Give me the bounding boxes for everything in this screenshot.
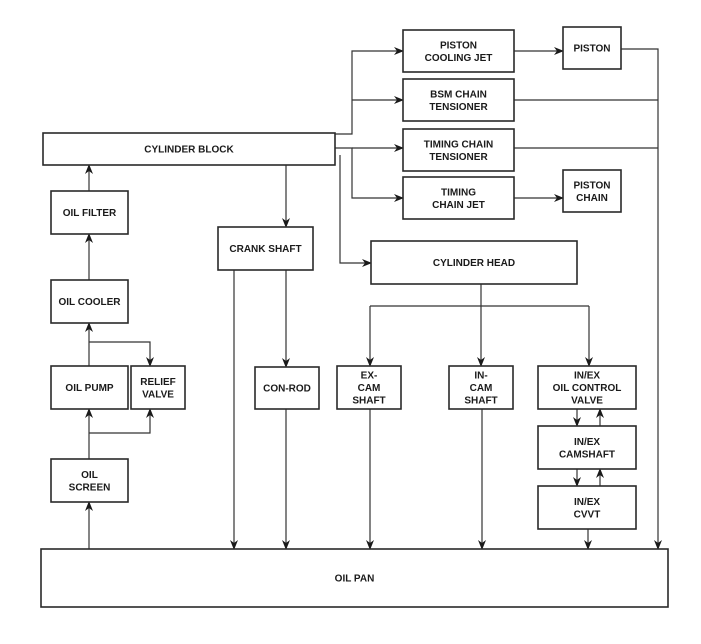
node-timing-chain-jet: TIMING CHAIN JET (402, 176, 515, 220)
node-label: IN/EX (574, 437, 600, 448)
node-label: CYLINDER HEAD (433, 258, 515, 269)
node-box (402, 176, 515, 220)
node-box (50, 190, 129, 235)
node-label: CAMSHAFT (559, 449, 615, 460)
node-box (217, 226, 314, 271)
node-oil-cooler: OIL COOLER (50, 279, 129, 324)
node-piston-cooling-jet: PISTON COOLING JET (402, 29, 515, 73)
node-label: TENSIONER (429, 152, 488, 163)
node-label: OIL PAN (335, 574, 375, 585)
conn-block-upper-trunk (335, 47, 404, 135)
node-label: CRANK SHAFT (229, 244, 301, 255)
node-label: SHAFT (464, 396, 497, 407)
node-label: IN- (474, 371, 487, 382)
node-label: SCREEN (69, 482, 111, 493)
node-label: CON-ROD (263, 384, 311, 395)
node-box (40, 548, 669, 608)
node-box (402, 78, 515, 122)
node-con-rod: CON-ROD (254, 366, 320, 410)
node-oil-filter: OIL FILTER (50, 190, 129, 235)
node-timing-chain-tensioner: TIMING CHAIN TENSIONER (402, 128, 515, 172)
node-label: COOLING JET (425, 53, 493, 64)
node-piston-chain: PISTON CHAIN (562, 169, 622, 213)
node-label: CVVT (574, 509, 601, 520)
node-label: VALVE (142, 389, 174, 400)
node-box (537, 425, 637, 470)
node-box (254, 366, 320, 410)
conn-piston-return (621, 48, 662, 550)
node-box (50, 458, 129, 503)
node-box (562, 26, 622, 70)
node-label: OIL FILTER (63, 208, 117, 219)
node-box (370, 240, 578, 285)
conn-screen-to-relief (89, 408, 154, 434)
node-label: TIMING (441, 187, 476, 198)
node-label: OIL COOLER (58, 297, 121, 308)
node-label: RELIEF (140, 377, 176, 388)
node-label: PISTON (573, 44, 610, 55)
node-label: OIL PUMP (65, 383, 113, 394)
node-label: CAM (358, 383, 381, 394)
node-label: IN/EX (574, 371, 600, 382)
node-label: OIL CONTROL (553, 383, 622, 394)
conn-block-to-head (339, 155, 372, 267)
conn-block-lower-trunk (335, 147, 404, 202)
node-box (50, 279, 129, 324)
node-cylinder-head: CYLINDER HEAD (370, 240, 578, 285)
node-box (42, 132, 336, 166)
node-box (537, 365, 637, 410)
node-label: VALVE (571, 396, 603, 407)
node-label: CYLINDER BLOCK (144, 145, 234, 156)
node-piston: PISTON (562, 26, 622, 70)
node-box (448, 365, 514, 410)
node-in-cam-shaft: IN-CAM SHAFT (448, 365, 514, 410)
node-label: TIMING CHAIN (424, 139, 493, 150)
node-label: EX- (361, 371, 378, 382)
node-label: BSM CHAIN (430, 89, 487, 100)
node-box (402, 29, 515, 73)
node-box (562, 169, 622, 213)
node-box (402, 128, 515, 172)
node-label: IN/EX (574, 497, 600, 508)
node-label: SHAFT (352, 396, 385, 407)
node-label: CHAIN (576, 193, 608, 204)
node-label: PISTON (573, 180, 610, 191)
node-box (336, 365, 402, 410)
node-oil-pump: OIL PUMP (50, 365, 129, 410)
node-box (537, 485, 637, 530)
node-crank-shaft: CRANK SHAFT (217, 226, 314, 271)
node-box (50, 365, 129, 410)
node-label: CAM (470, 383, 493, 394)
node-label: CHAIN JET (432, 200, 485, 211)
node-label: OIL (81, 470, 98, 481)
node-ex-cam-shaft: EX-CAM SHAFT (336, 365, 402, 410)
node-bsm-chain-tensioner: BSM CHAIN TENSIONER (402, 78, 515, 122)
node-oil-pan: OIL PAN (40, 548, 669, 608)
node-label: PISTON (440, 40, 477, 51)
conn-pump-to-relief (89, 341, 154, 367)
node-box (130, 365, 186, 410)
node-label: TENSIONER (429, 102, 488, 113)
node-cylinder-block: CYLINDER BLOCK (42, 132, 336, 166)
